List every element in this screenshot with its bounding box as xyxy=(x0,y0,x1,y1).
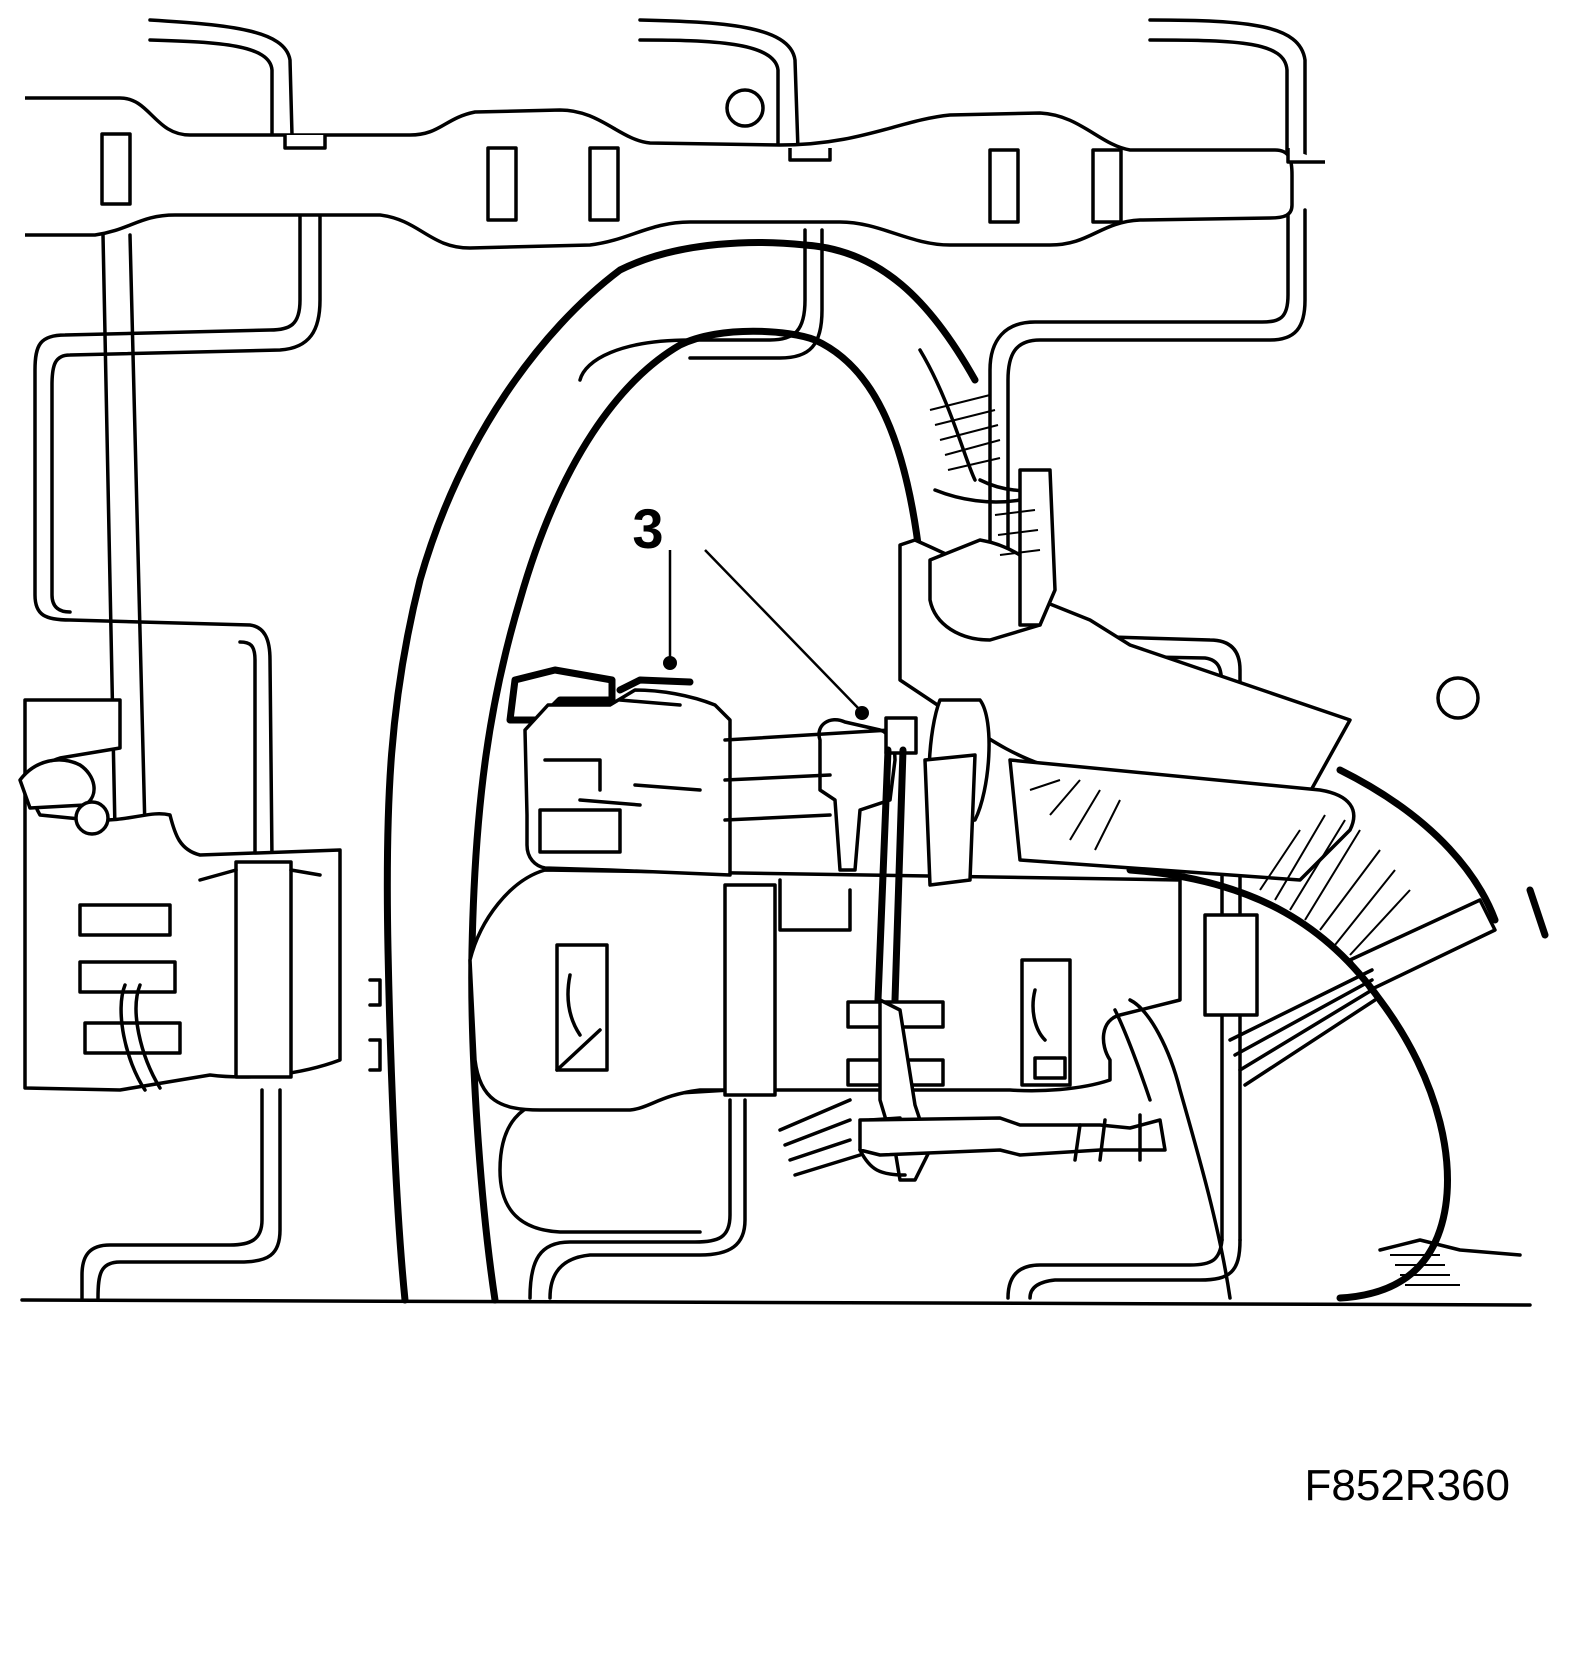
callout-number: 3 xyxy=(632,497,663,560)
callout-leader-line xyxy=(704,549,861,711)
panel-slot xyxy=(555,943,609,1072)
mounting-hole xyxy=(1436,676,1480,720)
rail-slot xyxy=(486,146,518,222)
rail-slot xyxy=(100,132,132,206)
callout-3: 3 xyxy=(632,497,869,720)
rail-slot xyxy=(1091,148,1123,224)
electrical-connector-left xyxy=(506,666,732,877)
seat-frame-rods xyxy=(33,18,1307,1300)
floor-line xyxy=(20,1298,1532,1307)
rod-clip xyxy=(234,860,293,1079)
harness-sleeve-right xyxy=(898,468,1549,1302)
lower-left-bracket xyxy=(18,698,382,1092)
figure-id: F852R360 xyxy=(1305,1461,1510,1510)
callout-target-dot xyxy=(663,656,677,670)
callout-target-dot xyxy=(855,706,869,720)
rod-clip xyxy=(1203,913,1259,1017)
middle-crossbar-panel xyxy=(468,868,1259,1112)
mounting-hole xyxy=(725,88,765,128)
rail-slot xyxy=(988,148,1020,224)
top-frame-rail xyxy=(25,88,1480,720)
rail-slot xyxy=(588,146,620,222)
lower-wire-bundle xyxy=(778,1098,1167,1177)
rod-clip xyxy=(723,883,777,1097)
